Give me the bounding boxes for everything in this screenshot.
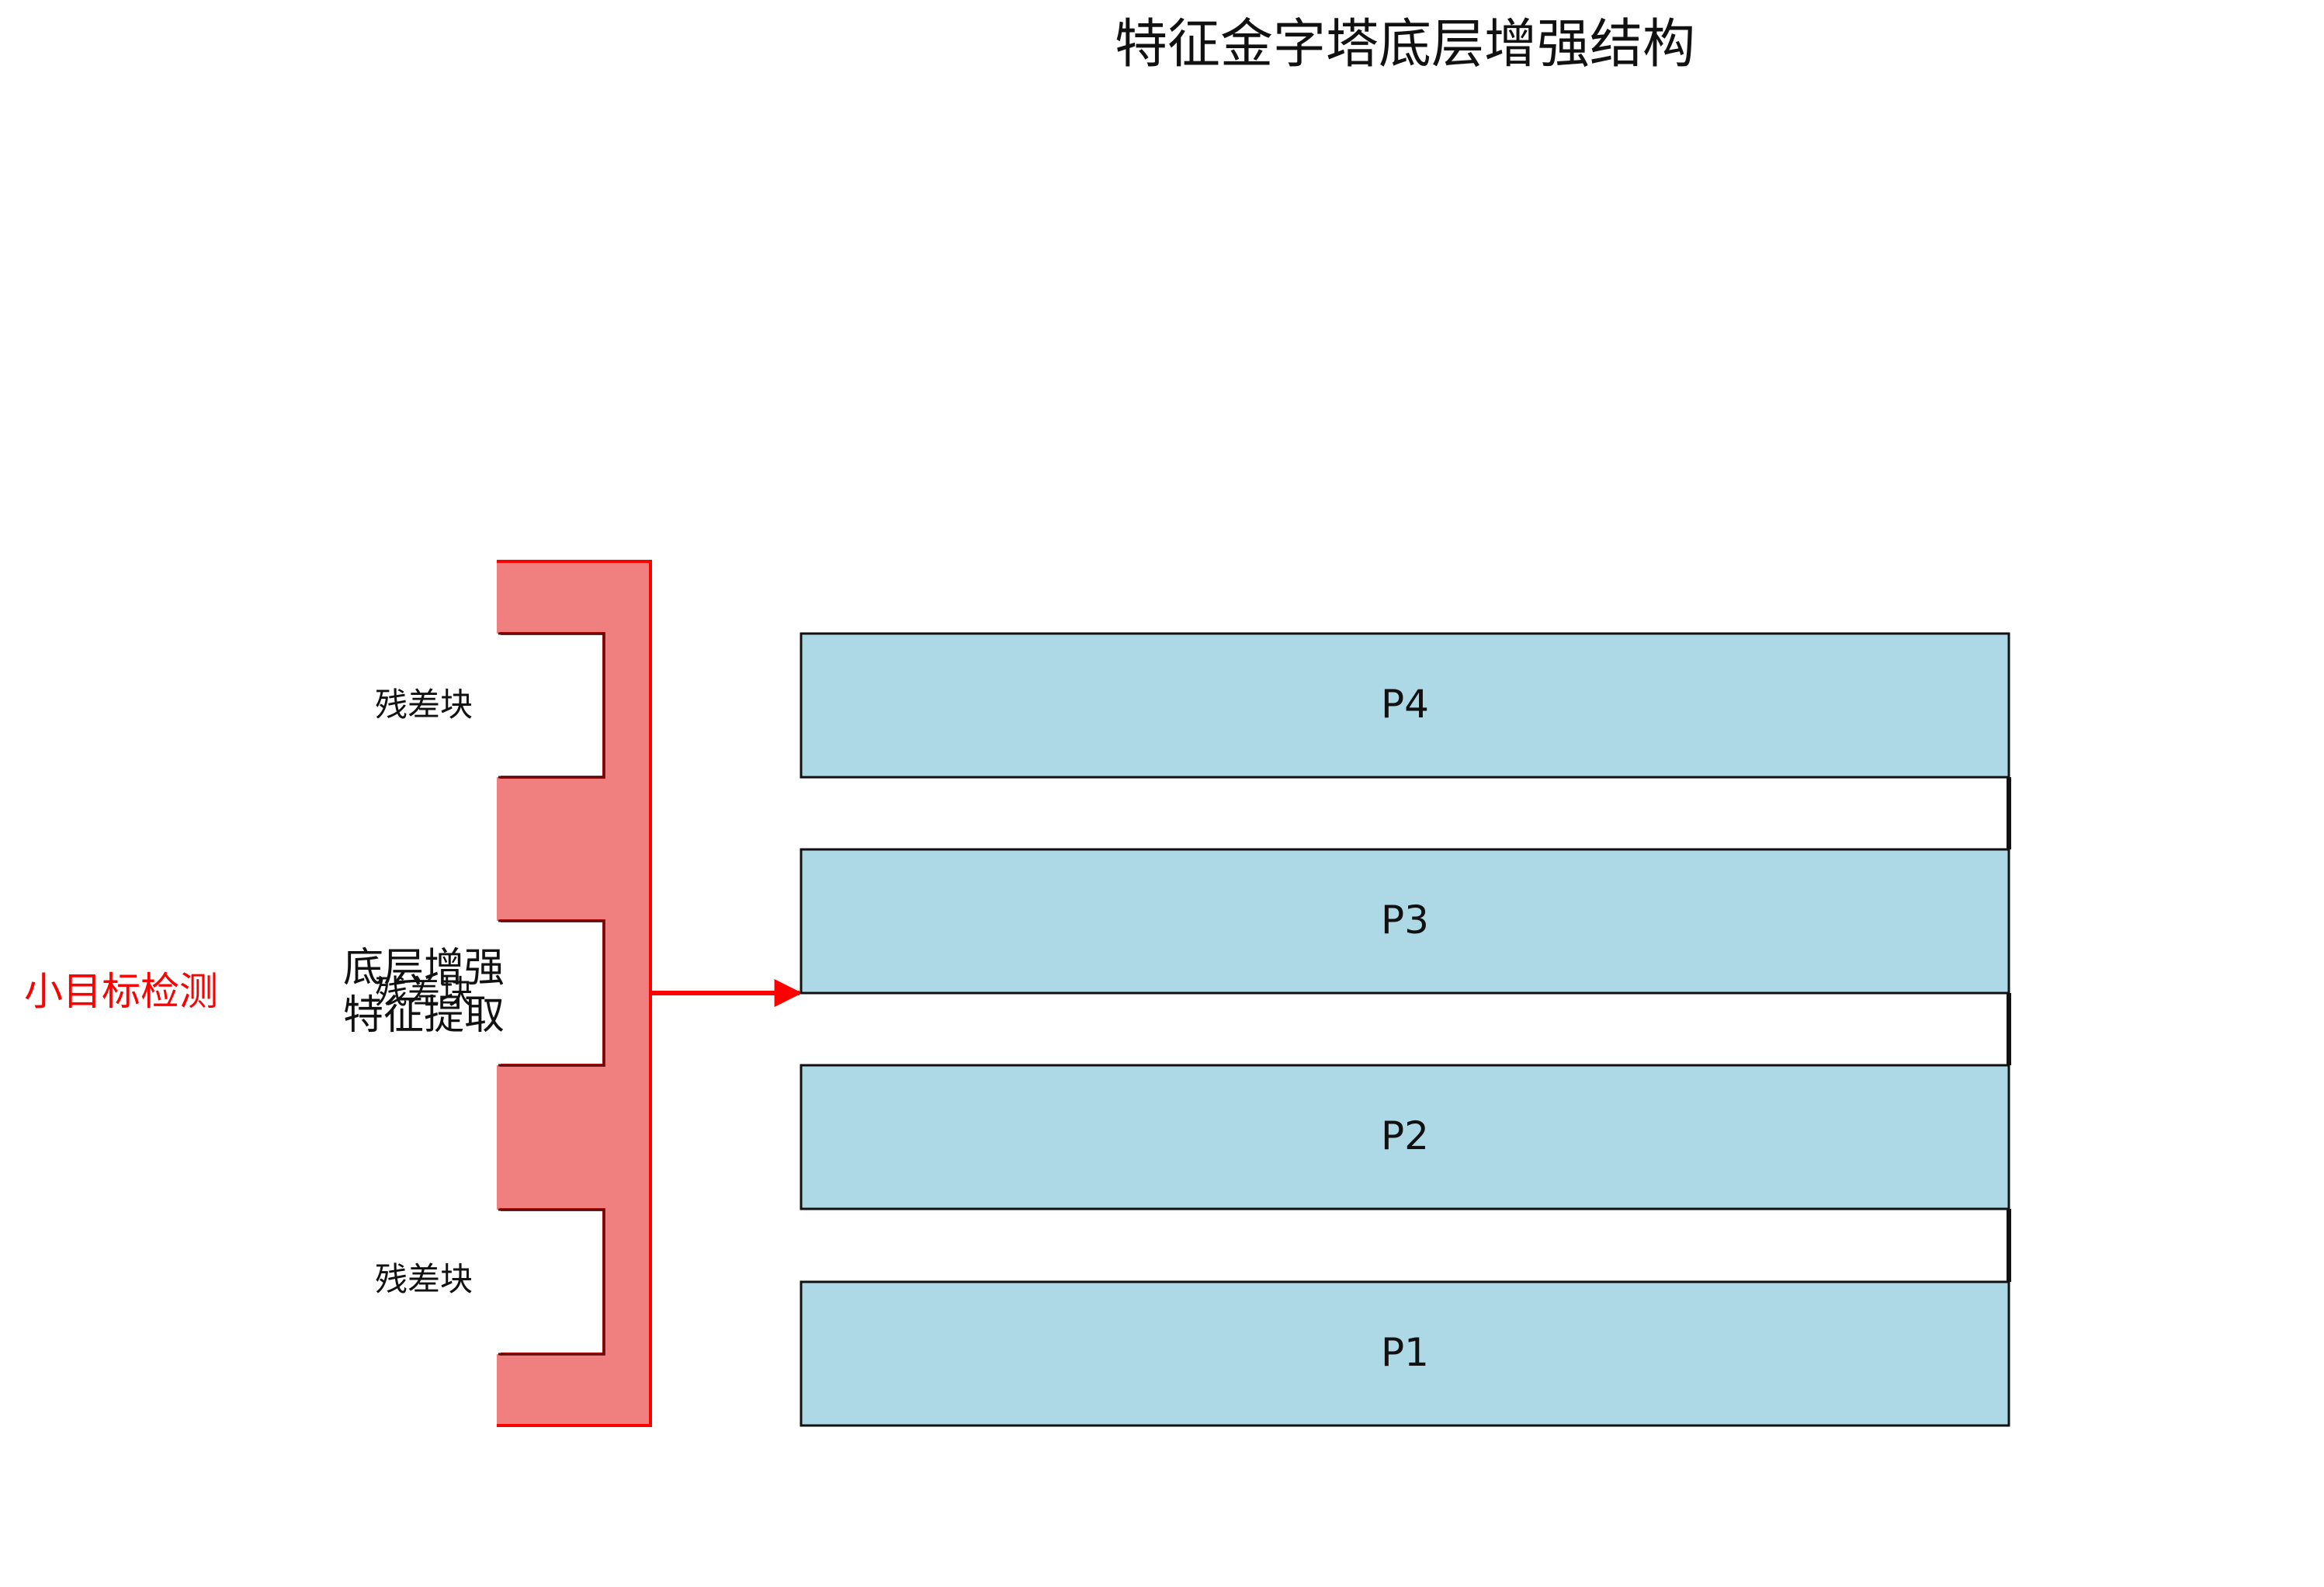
level-box-p4 [800, 632, 2010, 779]
residual-block-label-2: 残差块 [375, 973, 473, 1011]
level-label-p1: P1 [1381, 1330, 1429, 1375]
residual-slot-outlines [498, 632, 605, 1356]
level-label-p4: P4 [1381, 682, 1429, 727]
diagram-title: 特征金字塔底层增强结构 [1115, 14, 1695, 75]
small-object-detection-label: 小目标检测 [24, 969, 218, 1014]
enhancement-module [497, 560, 652, 1427]
module-label-line2: 特征提取 [343, 992, 505, 1039]
residual-block-label-1: 残差块 [375, 686, 473, 724]
level-box-p1 [800, 1280, 2010, 1427]
module-label-line1: 底层增强 [343, 945, 505, 991]
pyramid-level-p2: P2 [800, 1064, 2010, 1210]
level-label-p3: P3 [1381, 898, 1429, 943]
level-box-p3 [800, 848, 2010, 995]
level-box-p2 [800, 1064, 2010, 1210]
pyramid-level-p4: P4 [800, 632, 2010, 779]
residual-block-label-3: 残差块 [375, 1260, 473, 1298]
pyramid-level-p3: P3 [800, 848, 2010, 995]
level-label-p2: P2 [1381, 1113, 1429, 1158]
pyramid-level-p1: P1 [800, 1280, 2010, 1427]
